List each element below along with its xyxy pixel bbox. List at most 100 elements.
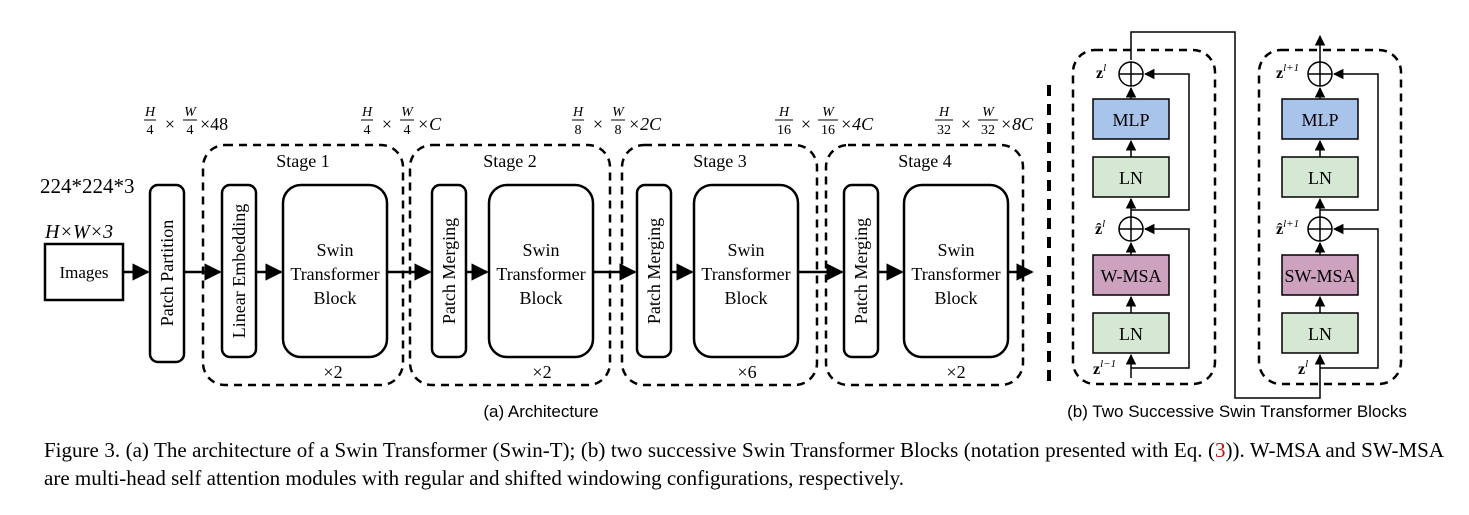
svg-text:32: 32 xyxy=(981,123,995,138)
svg-text:Block: Block xyxy=(935,288,978,308)
equation-ref-link[interactable]: 3 xyxy=(1214,438,1226,462)
svg-text:Transformer: Transformer xyxy=(496,264,585,284)
svg-text:×2C: ×2C xyxy=(628,114,662,134)
svg-text:×: × xyxy=(801,114,811,134)
svg-text:MLP: MLP xyxy=(1112,110,1149,130)
stage-1-frame xyxy=(201,143,405,387)
svg-text:ẑl+1: ẑl+1 xyxy=(1276,218,1299,238)
subcaption-b: (b) Two Successive Swin Transformer Bloc… xyxy=(1067,402,1407,421)
svg-text:4: 4 xyxy=(404,123,411,138)
svg-text:×4C: ×4C xyxy=(840,114,874,134)
svg-text:MLP: MLP xyxy=(1301,110,1338,130)
svg-text:4: 4 xyxy=(147,123,154,138)
svg-text:16: 16 xyxy=(821,123,835,138)
swin-block-2: Swin Transformer Block xyxy=(487,183,595,359)
svg-text:zl: zl xyxy=(1096,62,1106,82)
stage-4-name: Stage 4 xyxy=(898,151,952,171)
svg-text:×: × xyxy=(382,114,392,134)
stage-4-repeat: ×2 xyxy=(946,362,965,382)
dim-label-s4: H 32 × W 32 ×8C xyxy=(935,105,1034,138)
svg-text:8: 8 xyxy=(575,123,582,138)
block-connector xyxy=(1130,31,1321,399)
svg-text:W: W xyxy=(822,105,835,120)
stage-3-name: Stage 3 xyxy=(693,151,747,171)
ln-box-1a xyxy=(1092,156,1170,198)
dim-label-s2: H 8 × W 8 ×2C xyxy=(572,105,662,138)
svg-text:zl: zl xyxy=(1298,358,1308,378)
stage-3-frame xyxy=(620,143,819,387)
svg-text:LN: LN xyxy=(1308,168,1332,188)
svg-text:Transformer: Transformer xyxy=(701,264,790,284)
stage-2-frame xyxy=(408,143,612,387)
images-box xyxy=(43,242,125,302)
svg-text:Block: Block xyxy=(314,288,357,308)
figure-caption: Figure 3. (a) The architecture of a Swin… xyxy=(44,438,1444,490)
svg-text:Swin: Swin xyxy=(727,240,764,260)
svg-text:W: W xyxy=(612,105,625,120)
input-dims-label: H×W×3 xyxy=(44,221,113,243)
svg-text:zl−1: zl−1 xyxy=(1093,358,1116,378)
svg-text:H: H xyxy=(361,105,373,120)
dim-label-s3: H 16 × W 16 ×4C xyxy=(775,105,874,138)
svg-text:Transformer: Transformer xyxy=(911,264,1000,284)
svg-text:Block: Block xyxy=(520,288,563,308)
stage-2-name: Stage 2 xyxy=(483,151,537,171)
subcaption-a: (a) Architecture xyxy=(483,402,598,421)
block-l: MLP LN W-MSA LN zl ẑl zl− xyxy=(1092,61,1190,378)
svg-text:×: × xyxy=(165,114,175,134)
svg-text:LN: LN xyxy=(1119,168,1143,188)
stage-1-name: Stage 1 xyxy=(276,151,330,171)
svg-text:LN: LN xyxy=(1308,324,1332,344)
svg-text:32: 32 xyxy=(937,123,951,138)
svg-text:zl+1: zl+1 xyxy=(1276,62,1299,82)
svg-text:×: × xyxy=(961,114,971,134)
svg-text:×8C: ×8C xyxy=(1000,114,1034,134)
ln-box-2b xyxy=(1281,312,1359,354)
svg-text:×C: ×C xyxy=(417,114,442,134)
input-size-label: 224*224*3 xyxy=(40,174,135,198)
ln-box-2a xyxy=(1281,156,1359,198)
svg-text:H: H xyxy=(144,105,156,120)
stage-3-repeat: ×6 xyxy=(737,362,756,382)
dim-label-pp: H 4 × W 4 ×48 xyxy=(144,105,228,138)
svg-text:H: H xyxy=(938,105,950,120)
images-label: Images xyxy=(59,263,108,282)
patch-merging-label-3: Patch Merging xyxy=(644,218,664,324)
svg-text:4: 4 xyxy=(187,123,194,138)
block-l1: MLP LN SW-MSA LN zl+1 ẑl+1 zl xyxy=(1276,34,1379,378)
svg-text:W: W xyxy=(982,105,995,120)
mlp-box-1 xyxy=(1092,98,1170,140)
patch-partition-label: Patch Partition xyxy=(157,220,177,327)
svg-text:Block: Block xyxy=(725,288,768,308)
swin-figure: Stage 1 Stage 2 Stage 3 Stage 4 ×2 ×2 ×6… xyxy=(40,31,1407,421)
svg-text:Swin: Swin xyxy=(316,240,353,260)
svg-text:W-MSA: W-MSA xyxy=(1100,266,1161,286)
svg-text:Swin: Swin xyxy=(522,240,559,260)
stage-1-repeat: ×2 xyxy=(323,362,342,382)
svg-text:W: W xyxy=(184,105,197,120)
svg-text:SW-MSA: SW-MSA xyxy=(1284,266,1355,286)
block-l-frame xyxy=(1071,48,1217,386)
svg-text:W: W xyxy=(401,105,414,120)
svg-text:H: H xyxy=(778,105,790,120)
svg-text:8: 8 xyxy=(615,123,622,138)
svg-text:16: 16 xyxy=(777,123,791,138)
svg-text:4: 4 xyxy=(364,123,371,138)
swin-block-3: Swin Transformer Block xyxy=(692,183,800,359)
svg-text:Swin: Swin xyxy=(937,240,974,260)
block-l1-frame xyxy=(1257,48,1403,386)
patch-merging-label-4: Patch Merging xyxy=(851,218,871,324)
linear-embedding-label: Linear Embedding xyxy=(229,204,249,338)
svg-text:×: × xyxy=(593,114,603,134)
swin-block-4: Swin Transformer Block xyxy=(902,183,1010,359)
swmsa-box xyxy=(1281,254,1359,296)
svg-text:×48: ×48 xyxy=(200,114,228,134)
patch-merging-label-2: Patch Merging xyxy=(439,218,459,324)
stage-2-repeat: ×2 xyxy=(532,362,551,382)
add-icon xyxy=(1118,61,1144,242)
dim-label-s1: H 4 × W 4 ×C xyxy=(361,105,442,138)
svg-text:LN: LN xyxy=(1119,324,1143,344)
svg-text:ẑl: ẑl xyxy=(1095,218,1105,238)
swin-block-1: Swin Transformer Block xyxy=(281,183,389,359)
svg-text:Transformer: Transformer xyxy=(290,264,379,284)
